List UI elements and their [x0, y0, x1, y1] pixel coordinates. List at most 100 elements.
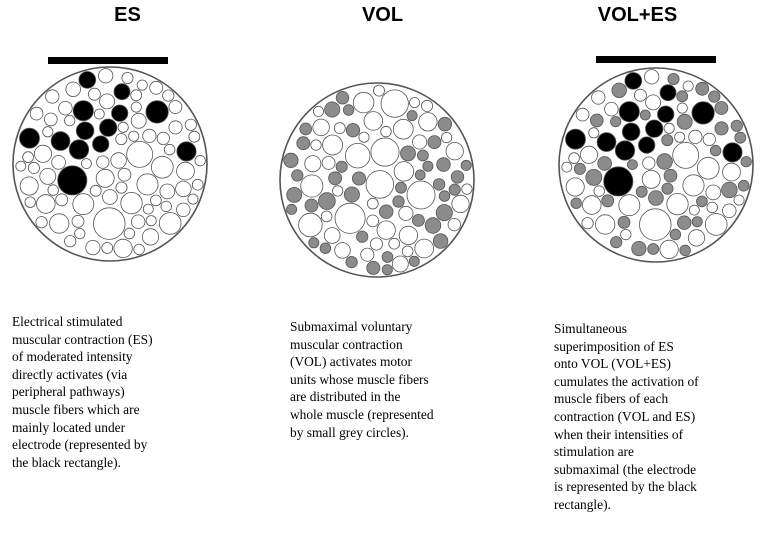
muscle-fiber [722, 142, 743, 163]
muscle-fiber [424, 217, 442, 234]
muscle-fiber [657, 105, 675, 123]
muscle-fiber [669, 228, 682, 241]
muscle-fiber [663, 168, 678, 183]
muscle-fiber [705, 184, 722, 201]
muscle-fiber [381, 251, 394, 263]
muscle-fiber [283, 152, 299, 168]
muscle-fiber [136, 79, 148, 91]
muscle-fiber [296, 136, 311, 151]
muscle-fiber [136, 173, 159, 196]
muscle-fiber [631, 241, 647, 257]
muscle-fiber [191, 178, 204, 191]
muscle-fiber [393, 161, 415, 182]
panel-es: ES Electrical stimulated muscular contra… [0, 0, 255, 558]
muscle-fiber [714, 101, 729, 115]
muscle-fiber [696, 195, 708, 208]
muscle-fiber [639, 109, 651, 121]
muscle-fiber [95, 168, 115, 188]
muscle-fiber [333, 122, 346, 135]
muscle-fiber [730, 119, 743, 132]
muscle-fiber [51, 155, 66, 170]
muscle-fiber [610, 236, 623, 249]
muscle-fiber [42, 126, 54, 138]
panel-description-es: Electrical stimulated muscular contracti… [12, 314, 153, 470]
muscle-fiber [184, 118, 197, 131]
muscle-fiber [688, 204, 700, 216]
muscle-fiber [666, 193, 689, 216]
muscle-fiber [645, 94, 662, 111]
muscle-fiber [378, 204, 394, 219]
muscle-fiber [565, 128, 586, 150]
muscle-fiber [451, 194, 470, 213]
muscle-fiber [74, 228, 86, 240]
muscle-fiber [639, 208, 672, 241]
muscle-fiber [19, 127, 40, 149]
muscle-fiber [363, 111, 384, 131]
muscle-fiber [611, 82, 627, 99]
muscle-fiber [395, 181, 407, 194]
muscle-fiber [661, 134, 674, 147]
muscle-fiber [647, 243, 660, 255]
muscle-fiber [35, 216, 48, 229]
muscle-fiber [117, 121, 129, 133]
muscle-fiber [88, 87, 101, 101]
muscle-fiber [92, 135, 110, 153]
muscle-fiber [448, 183, 461, 196]
muscle-fiber [366, 260, 381, 275]
muscle-fiber [71, 214, 85, 228]
muscle-fiber [332, 185, 344, 197]
muscle-fiber [682, 80, 694, 92]
muscle-fiber [706, 201, 718, 214]
muscle-fiber [656, 153, 673, 170]
muscle-fiber [168, 100, 183, 114]
muscle-fiber [568, 152, 580, 164]
muscle-fiber [111, 104, 129, 122]
panel-voles: VOL+ES Simultaneous superimposition of E… [510, 0, 765, 558]
muscle-fiber [618, 194, 641, 217]
panel-description-vol: Submaximal voluntary muscular contractio… [290, 319, 434, 440]
muscle-fiber [432, 178, 446, 191]
muscle-fiber [704, 213, 728, 236]
muscle-fiber [19, 176, 39, 196]
muscle-fiber [130, 214, 146, 229]
muscle-fiber [344, 142, 371, 169]
muscle-fiber [412, 134, 428, 150]
muscle-fiber [99, 118, 118, 137]
muscle-fiber [115, 133, 128, 146]
muscle-fibers [15, 68, 206, 258]
muscle-fiber [188, 130, 201, 143]
muscle-fiber [150, 194, 162, 207]
muscle-fiber [145, 100, 169, 124]
muscle-fiber [117, 167, 132, 182]
muscle-fiber [141, 228, 160, 246]
muscle-fiber [588, 127, 600, 139]
muscle-fiber [360, 247, 375, 262]
muscle-fiber [641, 169, 661, 189]
muscle-fiber [102, 189, 118, 205]
muscle-fiber [676, 102, 688, 114]
muscle-fiber [39, 167, 57, 185]
muscle-fiber [702, 132, 716, 146]
muscle-fiber [709, 144, 722, 157]
muscle-fiber [409, 97, 421, 109]
electrode-rectangle [596, 56, 716, 63]
muscle-fiber [313, 105, 325, 117]
muscle-fiber [621, 122, 641, 142]
muscle-fiber [308, 237, 320, 249]
muscle-fiber [142, 128, 157, 143]
muscle-fiber [335, 160, 348, 173]
muscle-fiber [22, 151, 34, 163]
muscle-fiber [414, 238, 435, 259]
muscle-fiber [64, 115, 76, 127]
muscle-fiber [176, 161, 195, 181]
panel-vol: VOL Submaximal voluntary muscular contra… [255, 0, 510, 558]
muscle-fiber [27, 161, 40, 174]
muscle-fiber [93, 207, 126, 240]
muscle-fiber [580, 145, 599, 164]
muscle-outline [558, 67, 754, 263]
muscle-fiber [304, 198, 319, 213]
muscle-fiber [721, 181, 738, 199]
muscle-fiber [78, 71, 97, 89]
muscle-fiber [160, 200, 172, 213]
electrode-rectangle [48, 57, 168, 64]
